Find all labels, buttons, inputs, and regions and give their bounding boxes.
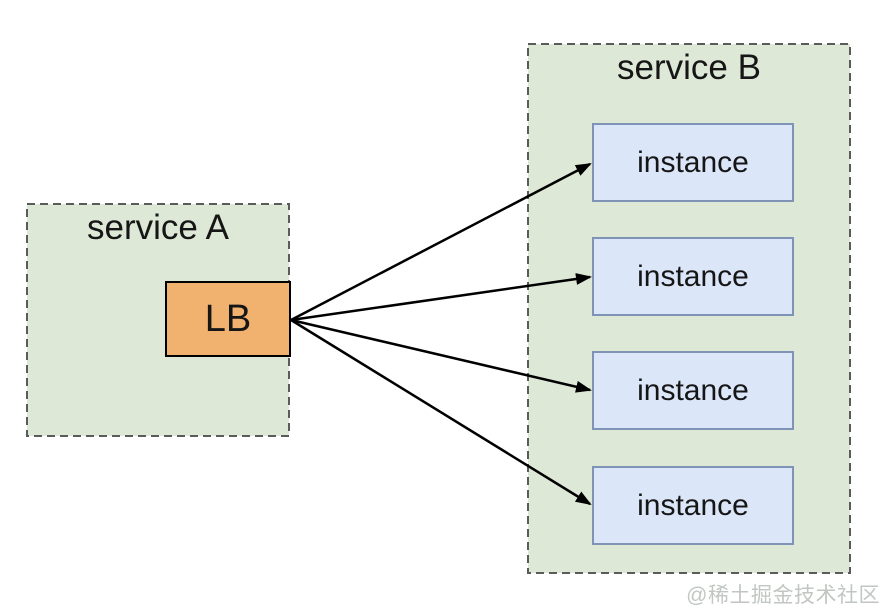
lb-to-instance-arrow [290, 162, 592, 322]
arrow-layer [290, 162, 592, 506]
instance-node: instance [592, 351, 794, 430]
instance-label: instance [637, 488, 749, 522]
instance-node: instance [592, 123, 794, 202]
lb-to-instance-arrow [290, 318, 592, 506]
lb-to-instance-arrow [290, 273, 592, 322]
lb-label: LB [204, 297, 252, 340]
instance-label: instance [637, 373, 749, 407]
instance-label: instance [637, 145, 749, 179]
lb-node: LB [165, 281, 291, 357]
instance-node: instance [592, 466, 794, 545]
lb-to-instance-arrow [290, 318, 592, 393]
instance-label: instance [637, 259, 749, 293]
instance-node: instance [592, 237, 794, 316]
watermark: @稀土掘金技术社区 [686, 584, 880, 607]
